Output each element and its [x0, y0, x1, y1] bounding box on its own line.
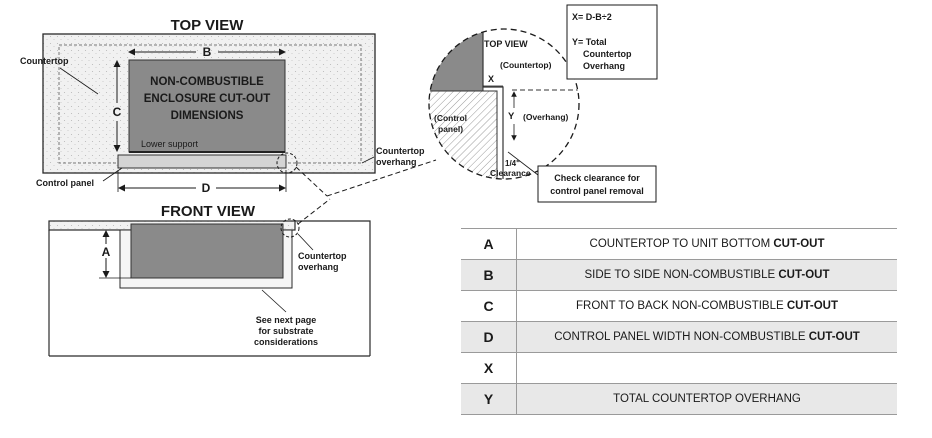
check-clearance-line1: Check clearance for: [554, 173, 640, 183]
zoom-connector-2: [326, 159, 437, 197]
check-clearance-leader: [507, 151, 539, 176]
overhang-leader-top: [361, 156, 375, 164]
top-view-title: TOP VIEW: [171, 17, 245, 34]
detail-overhang-label: (Overhang): [523, 112, 569, 122]
legend-row: X: [461, 352, 897, 384]
note-leader: [261, 289, 287, 313]
dim-d-label: D: [202, 181, 211, 195]
legend-key: C: [461, 290, 517, 322]
front-view-title: FRONT VIEW: [161, 203, 256, 220]
check-clearance-line2: control panel removal: [550, 186, 644, 196]
unit-body-front: [130, 223, 284, 279]
detail-y-label: Y: [508, 111, 515, 122]
legend-row: C FRONT TO BACK NON-COMBUSTIBLE CUT-OUT: [461, 290, 897, 322]
zoom-marker-top: [276, 152, 298, 174]
enclosure-cutout: [128, 59, 286, 153]
legend-desc: [516, 352, 897, 384]
detail-unit-corner: [429, 29, 484, 92]
detail-circle: [428, 28, 580, 180]
overhang-label-top-line1: Countertop: [376, 146, 425, 156]
note-line3: considerations: [254, 337, 318, 347]
formula-y-line3: Overhang: [583, 61, 625, 71]
detail-clearance-value: 1/4": [505, 159, 520, 168]
legend-key: Y: [461, 383, 517, 415]
formula-x: X= D-B÷2: [572, 12, 612, 22]
dim-c-label: C: [113, 105, 122, 119]
detail-control-panel: [429, 90, 498, 179]
legend-row: A COUNTERTOP TO UNIT BOTTOM CUT-OUT: [461, 228, 897, 260]
legend-desc: TOTAL COUNTERTOP OVERHANG: [516, 383, 897, 415]
formula-y-line2: Countertop: [583, 49, 632, 59]
dim-a-label: A: [102, 245, 111, 259]
note-line2: for substrate: [258, 326, 313, 336]
overhang-label-front-line1: Countertop: [298, 251, 347, 261]
check-clearance-box: [537, 165, 657, 203]
formula-box: [566, 4, 658, 80]
legend-desc: FRONT TO BACK NON-COMBUSTIBLE CUT-OUT: [516, 290, 897, 322]
cabinet-right-edge: [295, 220, 371, 356]
detail-countertop-label: (Countertop): [500, 60, 552, 70]
formula-y-line1: Y= Total: [572, 37, 607, 47]
legend-desc: SIDE TO SIDE NON-COMBUSTIBLE CUT-OUT: [516, 259, 897, 291]
detail-clearance-label: Clearance: [490, 168, 531, 178]
detail-x-label: X: [488, 74, 494, 84]
legend-key: D: [461, 321, 517, 353]
dimension-legend-table: A COUNTERTOP TO UNIT BOTTOM CUT-OUT B SI…: [461, 228, 897, 415]
legend-key: B: [461, 259, 517, 291]
dim-b-label: B: [203, 45, 212, 59]
legend-key: A: [461, 228, 517, 260]
enclosure-label-line3: DIMENSIONS: [171, 110, 244, 122]
legend-row: Y TOTAL COUNTERTOP OVERHANG: [461, 383, 897, 415]
detail-countertop-edge: [482, 29, 504, 179]
overhang-label-top-line2: overhang: [376, 157, 417, 167]
detail-title: TOP VIEW: [484, 39, 528, 49]
overhang-label-front-line2: overhang: [298, 262, 339, 272]
legend-desc: COUNTERTOP TO UNIT BOTTOM CUT-OUT: [516, 228, 897, 260]
control-panel-strip: [117, 154, 287, 169]
control-panel-label: Control panel: [36, 178, 94, 188]
legend-row: D CONTROL PANEL WIDTH NON-COMBUSTIBLE CU…: [461, 321, 897, 353]
legend-key: X: [461, 352, 517, 384]
legend-row: B SIDE TO SIDE NON-COMBUSTIBLE CUT-OUT: [461, 259, 897, 291]
zoom-marker-front: [280, 218, 300, 238]
enclosure-label-line2: ENCLOSURE CUT-OUT: [144, 93, 271, 105]
detail-control-panel-line2: panel): [438, 124, 463, 134]
note-line1: See next page: [256, 315, 317, 325]
control-panel-leader: [102, 167, 123, 182]
overhang-leader-front: [297, 233, 314, 251]
countertop-label: Countertop: [20, 56, 69, 66]
countertop-leader: [59, 67, 99, 95]
zoom-connector-1: [295, 166, 328, 197]
detail-control-panel-line1: (Control: [434, 113, 467, 123]
lower-support-label: Lower support: [141, 139, 199, 149]
zoom-connector-3: [297, 198, 331, 225]
legend-desc: CONTROL PANEL WIDTH NON-COMBUSTIBLE CUT-…: [516, 321, 897, 353]
enclosure-label-line1: NON-COMBUSTIBLE: [150, 76, 264, 88]
